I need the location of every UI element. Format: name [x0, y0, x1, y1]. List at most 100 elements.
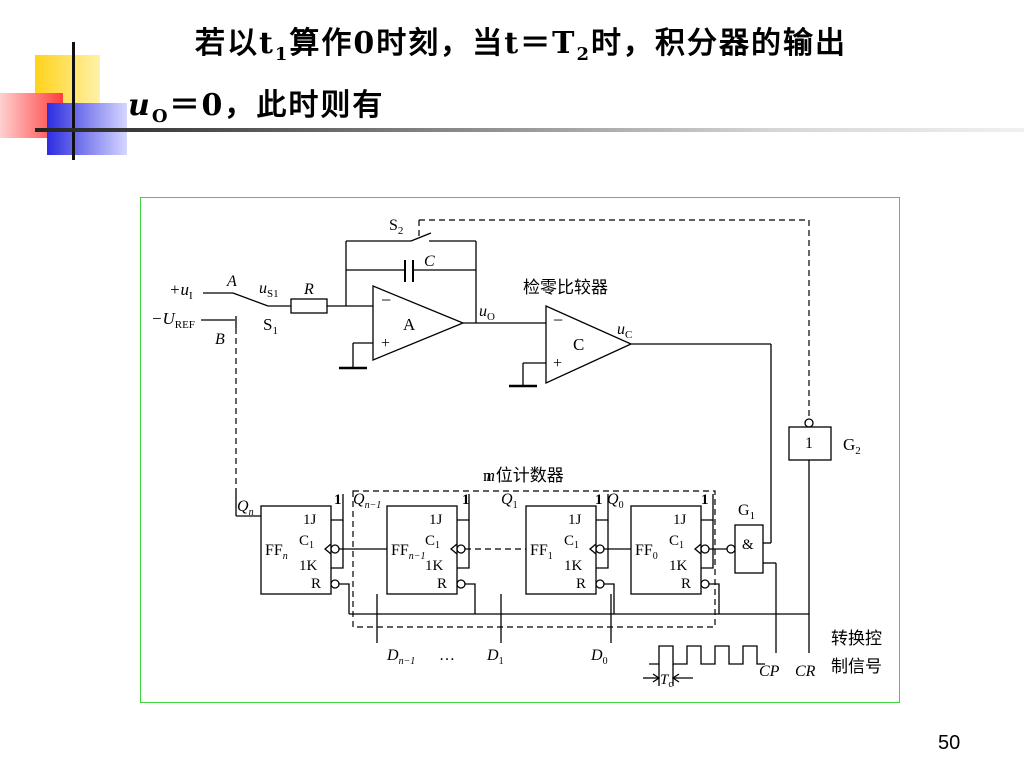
ff-pin-c: C1: [425, 533, 440, 551]
ff-reset-bubble: [456, 579, 466, 589]
ff-clock-bubble: [456, 544, 466, 554]
ff-box: [260, 505, 332, 595]
ff-pin-k: 1K: [669, 558, 688, 574]
integrator-opamp: [372, 285, 465, 361]
tc-arrowhead-left: [652, 673, 661, 683]
d-label-0: D0: [590, 647, 608, 667]
ff-pin-j: 1J: [303, 512, 317, 528]
heading-line-1: 若以t1算作0时刻，当t＝T2时，积分器的输出: [195, 26, 847, 65]
ff-clock-bubble: [330, 544, 340, 554]
ff-label: FFn−1: [391, 542, 426, 562]
ffn-k-tie: [331, 520, 344, 569]
heading-line-2: uO＝0，此时则有: [128, 88, 385, 127]
integrator-label: A: [403, 315, 416, 334]
ff-clock-bubble: [700, 544, 710, 554]
ff0-reset-wire: [709, 583, 720, 614]
ff-pin-c: C1: [299, 533, 314, 551]
control-signal-line1: 转换控: [831, 629, 882, 648]
ff-reset-bubble: [700, 579, 710, 589]
g2-label: G2: [843, 435, 861, 457]
ff-pin-j: 1J: [568, 512, 582, 528]
ff-reset-bubble: [595, 579, 605, 589]
opamp-c-minus: −: [553, 310, 563, 330]
flip-flop-ff1: FF1 1J C1 1K R: [525, 505, 605, 595]
tc-arrowhead-right: [671, 673, 680, 683]
ff-label: FF1: [530, 542, 553, 562]
q-label-n-1: Qn−1: [353, 491, 381, 511]
ff-clock-triangle: [693, 543, 702, 555]
const-one-n: 1: [334, 492, 342, 508]
resistor-r: [290, 298, 328, 314]
gate-g2: [788, 426, 832, 461]
const-one-0: 1: [701, 492, 709, 508]
ff0-k-tie: [701, 520, 714, 569]
d-label-n-1: Dn−1: [386, 647, 415, 667]
tc-label: Tc: [660, 672, 673, 690]
ff-pin-j: 1J: [673, 512, 687, 528]
switch-s1-label: S1: [263, 315, 278, 337]
flip-flop-ffn-1: FFn−1 1J C1 1K R: [386, 505, 466, 595]
opamp-a-plus: +: [381, 335, 390, 352]
ff-clock-bubble: [595, 544, 605, 554]
gate-g1: [734, 524, 764, 574]
ff-box: [630, 505, 702, 595]
node-b-label: B: [215, 331, 225, 348]
decor-horizontal-rule: [35, 128, 1024, 132]
resistor-label: R: [303, 281, 314, 298]
input-plus-label: +uI: [169, 280, 193, 302]
ffn1-reset-wire: [465, 583, 476, 614]
capacitor-label: C: [424, 253, 435, 270]
flip-flop-ffn: FFn 1J C1 1K R: [260, 505, 340, 595]
d-label-1: D1: [486, 647, 504, 667]
uo-label: uO: [479, 303, 495, 323]
switch-s2-label: S2: [389, 217, 403, 237]
g1-symbol: &: [742, 537, 754, 553]
cr-label: CR: [795, 663, 816, 680]
comparator-opamp: [545, 304, 633, 385]
counter-dashed-box: [352, 490, 716, 628]
ff-label: FFn: [265, 542, 288, 562]
ff-pin-k: 1K: [299, 558, 318, 574]
uc-label: uC: [617, 321, 632, 341]
circuit-diagram: +uI −UREF A B uS1 S1 R − + A S2 C uO 检零比…: [140, 197, 900, 703]
d-ellipsis: …: [439, 647, 455, 664]
opamp-c-plus: +: [553, 355, 562, 372]
ff-clock-triangle: [449, 543, 458, 555]
us1-label: uS1: [259, 280, 279, 300]
comparator-title: 检零比较器: [523, 278, 608, 297]
opamp-a-minus: −: [381, 290, 391, 310]
ff1-k-tie: [596, 520, 609, 569]
cp-label: CP: [759, 663, 780, 680]
clock-pulse-waveform: [649, 645, 765, 665]
node-a-label: A: [226, 273, 237, 290]
comparator-label: C: [573, 335, 584, 354]
ff-reset-bubble: [330, 579, 340, 589]
ff-pin-r: R: [311, 576, 321, 592]
q-label-n: Qn: [237, 498, 254, 518]
g2-inversion-bubble: [804, 418, 814, 428]
g1-label: G1: [738, 502, 755, 522]
page-number: 50: [938, 732, 961, 754]
const-one-1: 1: [595, 492, 603, 508]
switch-s2-blade: [410, 232, 432, 242]
ff-pin-r: R: [681, 576, 691, 592]
decor-vertical-line: [72, 42, 75, 160]
slide-heading: 若以t1算作0时刻，当t＝T2时，积分器的输出 uO＝0，此时则有: [0, 0, 1024, 130]
ff-pin-c: C1: [669, 533, 684, 551]
ff-pin-k: 1K: [425, 558, 444, 574]
ff-box: [386, 505, 458, 595]
ff-clock-triangle: [588, 543, 597, 555]
ff-pin-j: 1J: [429, 512, 443, 528]
ff-pin-k: 1K: [564, 558, 583, 574]
ff-label: FF0: [635, 542, 658, 562]
control-signal-line2: 制信号: [831, 657, 882, 676]
g2-symbol: 1: [805, 435, 813, 452]
ff-pin-r: R: [576, 576, 586, 592]
ff-pin-r: R: [437, 576, 447, 592]
ff-clock-triangle: [323, 543, 332, 555]
ff1-reset-wire: [604, 583, 615, 614]
ffn1-k-tie: [457, 520, 470, 569]
const-one-n-1: 1: [462, 492, 470, 508]
flip-flop-ff0: FF0 1J C1 1K R: [630, 505, 710, 595]
input-ref-label: −UREF: [151, 309, 195, 331]
